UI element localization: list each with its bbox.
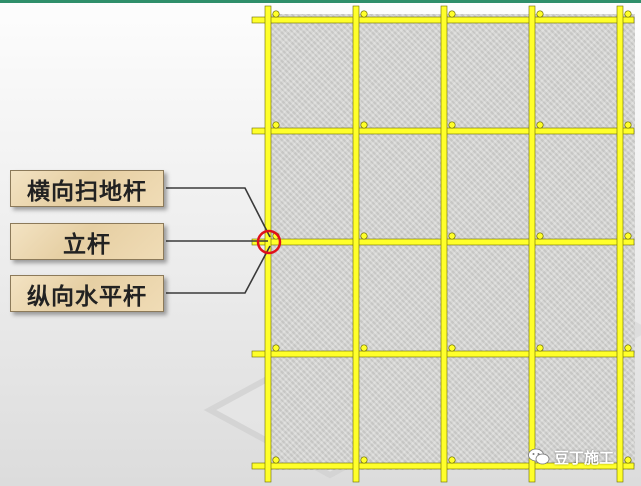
clamp xyxy=(536,232,544,240)
clamp xyxy=(624,344,632,352)
clamp xyxy=(448,10,456,18)
clamp xyxy=(272,10,280,18)
clamp xyxy=(536,10,544,18)
vertical-tube xyxy=(440,5,448,483)
clamp xyxy=(448,232,456,240)
clamp xyxy=(536,121,544,129)
clamp xyxy=(360,456,368,464)
clamp xyxy=(272,121,280,129)
clamp xyxy=(448,456,456,464)
vertical-tube xyxy=(352,5,360,483)
clamp xyxy=(448,121,456,129)
clamp xyxy=(448,344,456,352)
clamp xyxy=(272,344,280,352)
leader-line-sweep-bar xyxy=(166,187,271,238)
clamp xyxy=(624,456,632,464)
clamp xyxy=(360,344,368,352)
label-upright-pole: 立杆 xyxy=(10,223,164,260)
label-text: 立杆 xyxy=(63,231,111,258)
label-transverse-sweep-bar: 横向扫地杆 xyxy=(10,170,164,207)
clamp xyxy=(360,232,368,240)
label-longitudinal-horizontal-bar: 纵向水平杆 xyxy=(10,275,164,312)
clamp xyxy=(360,10,368,18)
wechat-icon xyxy=(528,448,550,465)
label-text: 横向扫地杆 xyxy=(27,178,147,205)
clamp xyxy=(360,121,368,129)
clamp xyxy=(272,456,280,464)
vertical-tube xyxy=(616,5,624,483)
top-accent-rule xyxy=(0,0,641,3)
watermark-text: 豆丁施工 xyxy=(554,448,615,467)
leader-line-horizontal-bar xyxy=(166,245,271,294)
scaffold-tubes xyxy=(251,5,635,483)
highlight-circle xyxy=(256,229,282,255)
label-text: 纵向水平杆 xyxy=(27,283,147,310)
vertical-tube xyxy=(528,5,536,483)
clamp xyxy=(624,232,632,240)
watermark: 豆丁施工 xyxy=(528,446,614,468)
clamp xyxy=(536,344,544,352)
scaffold-clamps xyxy=(272,10,632,464)
clamp xyxy=(624,121,632,129)
clamp xyxy=(624,10,632,18)
vertical-tube xyxy=(264,5,272,483)
